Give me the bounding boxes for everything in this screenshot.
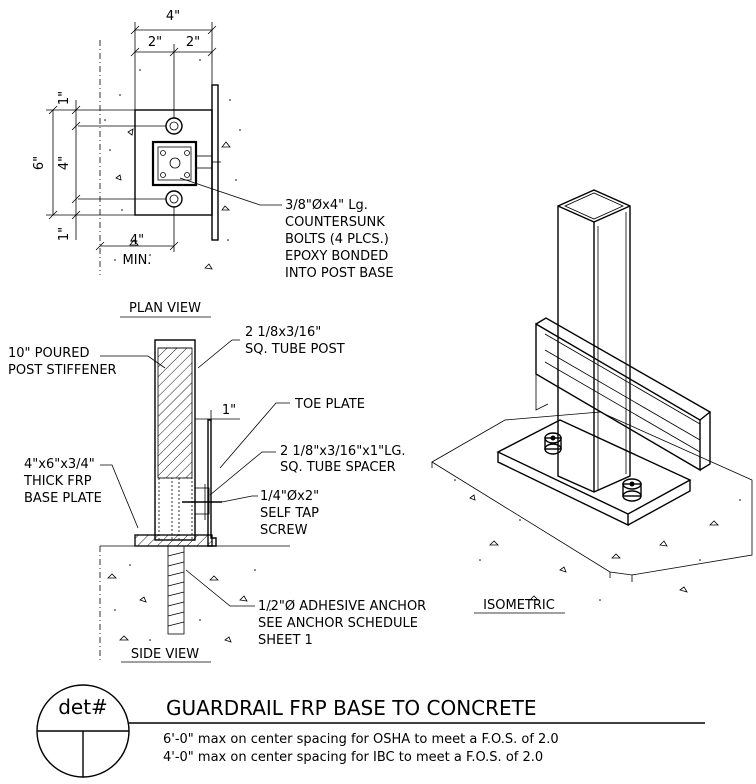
side-bolt-left: [158, 477, 173, 541]
plan-bolt-leader: [179, 177, 282, 206]
plan-tube-post-inner: [157, 146, 192, 181]
plan-stipple-dots: [104, 59, 241, 261]
side-post-note-2: SQ. TUBE POST: [245, 342, 345, 357]
side-spacer-leader: [209, 451, 276, 496]
iso-stipple-dots: [454, 479, 741, 601]
plan-dim-min-label: MIN.: [123, 253, 152, 268]
svg-text:INTO POST BASE: INTO POST BASE: [285, 266, 394, 281]
iso-bolt-front: [622, 478, 642, 502]
svg-text:1": 1": [222, 403, 236, 418]
side-screw-note-1: 1/4"Øx2": [260, 489, 319, 504]
isometric-view: ISOMETRIC: [431, 189, 753, 614]
spacing-note-osha: 6'-0" max on center spacing for OSHA to …: [163, 732, 559, 747]
side-anchor-note-1: 1/2"Ø ADHESIVE ANCHOR: [258, 599, 426, 614]
plan-dim-bottom-edge: 1": [57, 227, 72, 241]
plan-dim-overall-label: 4": [166, 9, 180, 24]
plan-tube-post-outer: [151, 140, 198, 187]
plan-view: 4" 2" 2" 1" 6" 4" 1": [32, 9, 394, 318]
plan-dim-half-left: 2": [148, 35, 162, 50]
side-bolt-right: [178, 477, 193, 541]
side-base-plate: [134, 534, 213, 547]
plan-dim-overall: 4": [130, 9, 217, 110]
side-spacer-note-2: SQ. TUBE SPACER: [280, 460, 396, 475]
plan-post-dot: [184, 150, 190, 156]
plan-spacer: [195, 155, 213, 169]
side-spacer: [194, 487, 210, 515]
side-base-plate-note-1: 4"x6"x3/4": [24, 457, 95, 472]
plan-bolt-note: 3/8"Øx4" Lg. COUNTERSUNK BOLTS (4 PLCS.)…: [285, 198, 394, 281]
side-toe-plate: [207, 419, 217, 547]
plan-toe-plate: [211, 84, 219, 241]
spacing-note-ibc: 4'-0" max on center spacing for IBC to m…: [163, 750, 543, 765]
plan-dim-vertical: 1" 6" 4" 1": [32, 91, 135, 241]
side-anchor: [167, 545, 185, 635]
plan-post-screw: [169, 157, 181, 169]
side-base-plate-note-3: BASE PLATE: [24, 491, 102, 506]
side-view: 1" 2 1/8x3/16" SQ. TUBE POST 10" POURED …: [8, 325, 426, 663]
plan-bolt-bottom: [165, 190, 183, 208]
iso-concrete-slab: [431, 411, 753, 576]
detail-title: GUARDRAIL FRP BASE TO CONCRETE: [166, 696, 537, 720]
plan-dim-half-right: 2": [186, 35, 200, 50]
svg-text:EPOXY BONDED: EPOXY BONDED: [285, 249, 388, 264]
iso-tube-post: [557, 189, 631, 493]
plan-dim-min-value: 4": [130, 233, 144, 248]
side-post-note-1: 2 1/8x3/16": [245, 325, 321, 340]
iso-base-plate: [496, 419, 692, 527]
isometric-title: ISOMETRIC: [483, 598, 555, 613]
plan-bolt-top: [165, 117, 183, 135]
iso-bolt-back: [544, 432, 562, 455]
svg-text:3/8"Øx4" Lg.: 3/8"Øx4" Lg.: [285, 198, 368, 213]
side-post-leader: [197, 339, 240, 369]
side-dim-toe: 1": [194, 403, 240, 425]
detail-tag: det#: [58, 695, 108, 719]
side-toe-plate-note: TOE PLATE: [294, 397, 365, 412]
side-toe-plate-leader: [219, 402, 290, 469]
plan-post-dot: [160, 150, 166, 156]
svg-text:BOLTS (4 PLCS.): BOLTS (4 PLCS.): [285, 232, 389, 247]
plan-dim-bolt-spacing: 4": [57, 156, 72, 170]
side-anchor-note-2: SEE ANCHOR SCHEDULE: [258, 616, 418, 631]
title-block: det# GUARDRAIL FRP BASE TO CONCRETE 6'-0…: [36, 684, 705, 778]
side-stiffener-leader: [100, 355, 166, 369]
side-anchor-note-3: SHEET 1: [258, 633, 313, 648]
plan-dim-min: 4" MIN.: [95, 207, 179, 268]
iso-concrete-stipple: [469, 494, 719, 601]
side-stiffener-note-1: 10" POURED: [8, 346, 90, 361]
side-post-stiffener: [157, 347, 193, 479]
plan-post-dot: [160, 172, 166, 178]
side-base-plate-leader: [100, 464, 139, 529]
plan-dim-top-edge: 1": [57, 91, 72, 105]
side-screw-leader: [221, 495, 258, 503]
plan-dim-height: 6": [32, 156, 47, 170]
side-screw-note-3: SCREW: [260, 523, 308, 538]
side-spacer-note-1: 2 1/8"x3/16"x1"LG.: [280, 444, 406, 459]
side-view-title: SIDE VIEW: [131, 647, 199, 662]
side-anchor-threads: [167, 551, 185, 627]
iso-guardrail-channel: [535, 317, 712, 472]
side-concrete-stipple: [107, 573, 248, 643]
side-stipple-dots: [114, 564, 271, 641]
plan-dim-halves: 2" 2": [130, 35, 217, 100]
side-anchor-leader: [185, 569, 255, 607]
side-screw-note-2: SELF TAP: [260, 506, 319, 521]
side-stiffener-note-2: POST STIFFENER: [8, 363, 117, 378]
plan-post-dot: [184, 172, 190, 178]
plan-concrete-stipple: [115, 128, 231, 270]
svg-text:COUNTERSUNK: COUNTERSUNK: [285, 215, 385, 230]
plan-view-title: PLAN VIEW: [129, 301, 201, 316]
side-base-plate-note-2: THICK FRP: [23, 474, 92, 489]
